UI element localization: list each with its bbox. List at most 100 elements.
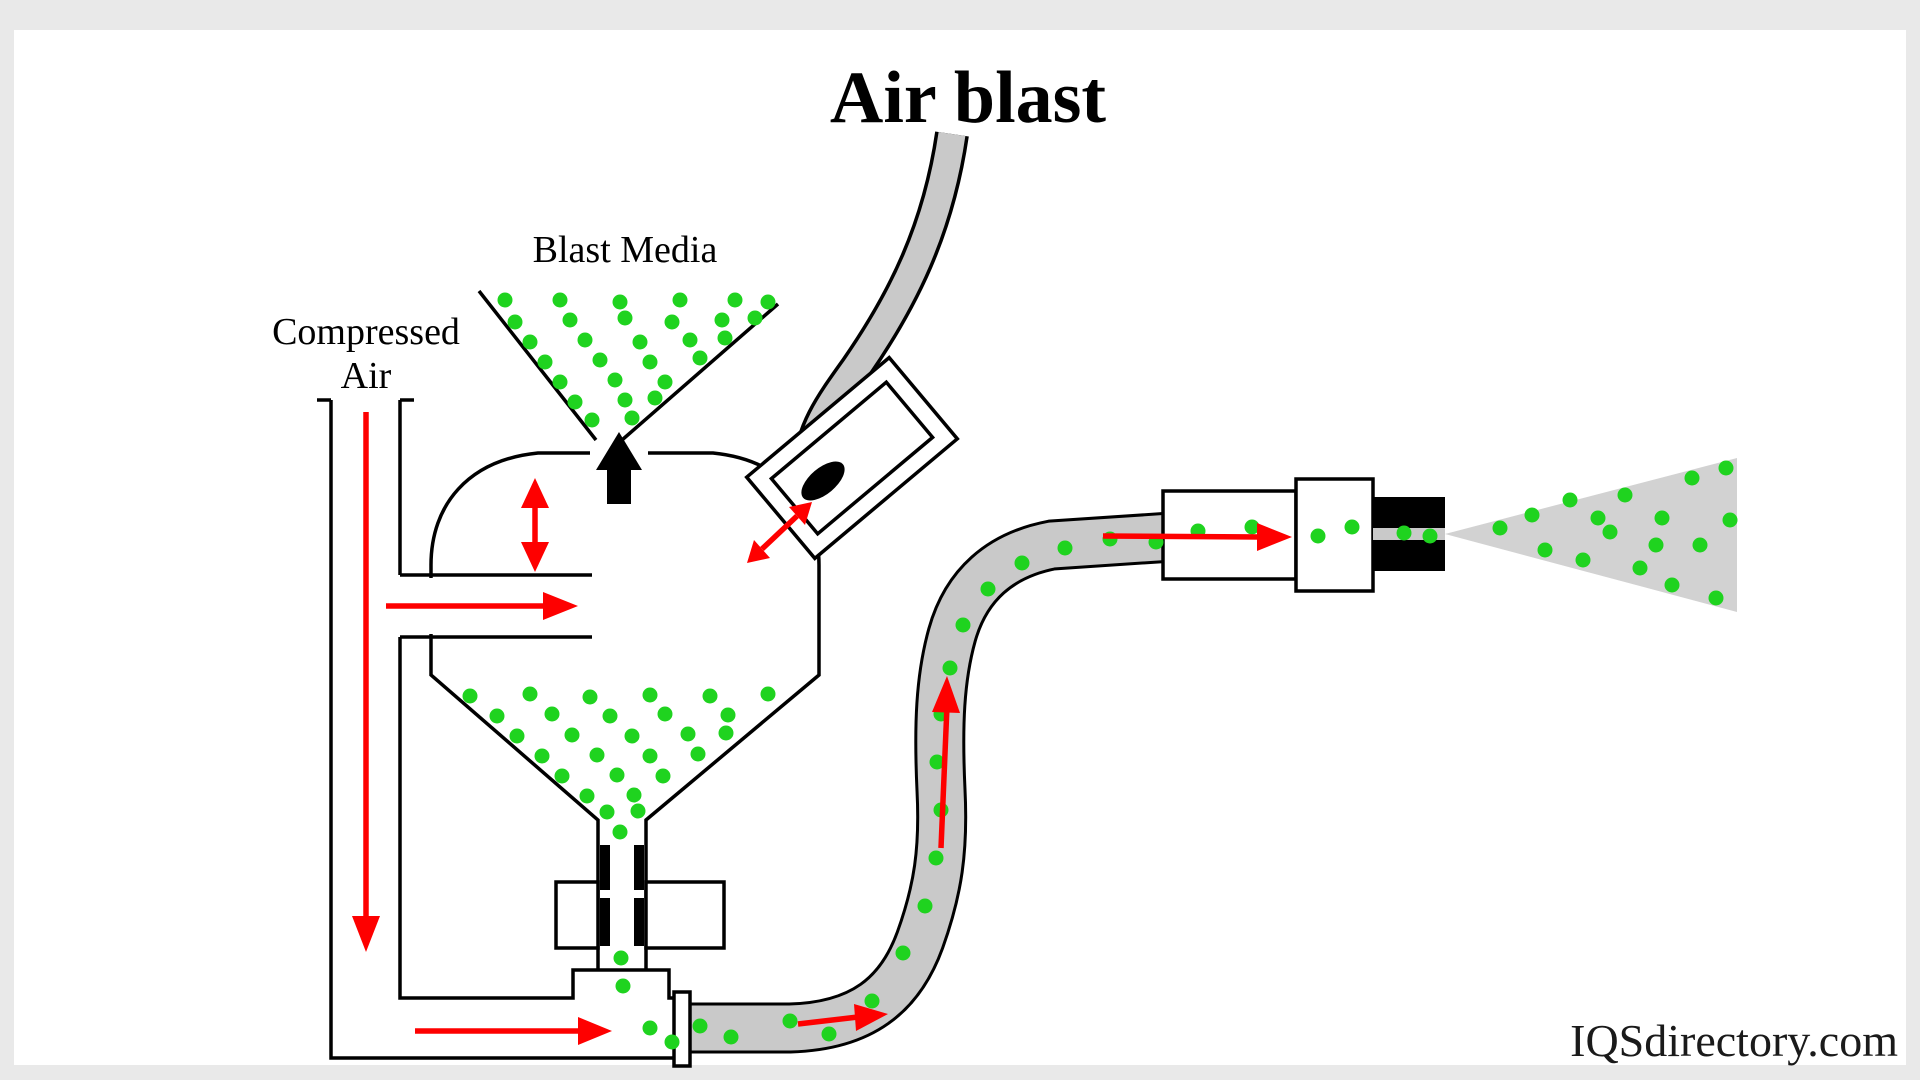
media-particle xyxy=(1648,537,1664,553)
media-particle xyxy=(864,993,880,1009)
media-particle xyxy=(642,354,658,370)
page-title: Air blast xyxy=(830,57,1107,139)
media-particle xyxy=(626,787,642,803)
media-particle xyxy=(630,803,646,819)
media-particle xyxy=(714,312,730,328)
media-particle xyxy=(567,394,583,410)
media-particle xyxy=(624,728,640,744)
media-particle xyxy=(760,294,776,310)
media-particle xyxy=(672,292,688,308)
media-particle xyxy=(617,310,633,326)
funnel-walls xyxy=(477,289,780,442)
media-particle xyxy=(534,748,550,764)
media-particle xyxy=(821,1026,837,1042)
media-particle xyxy=(615,978,631,994)
media-particle xyxy=(1244,519,1260,535)
media-particle xyxy=(1310,528,1326,544)
media-particle xyxy=(1708,590,1724,606)
media-particle xyxy=(552,374,568,390)
funnel-particles xyxy=(497,292,776,428)
media-particle xyxy=(522,686,538,702)
media-particle xyxy=(1684,470,1700,486)
branch-pipe-walls xyxy=(400,573,592,639)
spray-particles xyxy=(1492,460,1738,606)
media-particle xyxy=(564,727,580,743)
air-branch-arrow xyxy=(386,592,578,620)
media-particle xyxy=(582,689,598,705)
valve-boss-right xyxy=(644,880,726,950)
media-particle xyxy=(602,708,618,724)
valve-handle-icon xyxy=(801,461,845,501)
media-particle xyxy=(642,748,658,764)
media-particle xyxy=(664,314,680,330)
nozzle-tip-top xyxy=(1373,497,1445,528)
blast-media-label: Blast Media xyxy=(533,229,718,271)
media-particle xyxy=(1632,560,1648,576)
media-particle xyxy=(632,334,648,350)
media-particle xyxy=(917,898,933,914)
media-particle xyxy=(522,334,538,350)
media-particle xyxy=(642,1020,658,1036)
media-particle xyxy=(782,1013,798,1029)
media-particle xyxy=(657,706,673,722)
media-particle xyxy=(612,824,628,840)
media-particle xyxy=(497,292,513,308)
media-particle xyxy=(942,660,958,676)
media-particle xyxy=(692,1018,708,1034)
compressed-air-label-line2: Air xyxy=(341,355,392,397)
nozzle-tip-bottom xyxy=(1373,540,1445,571)
hose-top-arrow xyxy=(1102,523,1292,551)
media-particle xyxy=(895,945,911,961)
media-particle xyxy=(1718,460,1734,476)
hose-bottom-arrow xyxy=(797,1004,888,1031)
media-particle xyxy=(1602,524,1618,540)
media-particle xyxy=(664,1034,680,1050)
media-particle xyxy=(613,950,629,966)
blast-media-funnel xyxy=(477,289,780,442)
media-particle xyxy=(720,707,736,723)
media-particle xyxy=(1722,512,1738,528)
media-particle xyxy=(702,688,718,704)
media-particle xyxy=(642,687,658,703)
media-particle xyxy=(1692,537,1708,553)
media-particle xyxy=(579,788,595,804)
media-particle xyxy=(1344,519,1360,535)
media-particle xyxy=(647,390,663,406)
media-particle xyxy=(718,725,734,741)
compressed-air-label-line1: Compressed xyxy=(272,311,460,353)
media-particle xyxy=(928,850,944,866)
media-particle xyxy=(727,292,743,308)
media-particle xyxy=(1492,520,1508,536)
media-particle xyxy=(1617,487,1633,503)
valve-plate xyxy=(634,898,644,946)
media-particle xyxy=(657,374,673,390)
media-particle xyxy=(617,392,633,408)
vessel-left-wall xyxy=(429,451,600,970)
hose-rise-arrow xyxy=(932,676,960,849)
media-particle xyxy=(747,310,763,326)
media-particle xyxy=(609,767,625,783)
mixing-tee-arrow xyxy=(415,1017,612,1045)
media-particle xyxy=(680,726,696,742)
media-feed-arrow-shaft xyxy=(607,464,631,504)
media-particle xyxy=(1014,555,1030,571)
media-particle xyxy=(509,728,525,744)
compressed-air-down-arrow xyxy=(352,412,380,952)
media-particle xyxy=(554,768,570,784)
hopper-particles xyxy=(462,686,776,1050)
regulator-double-arrow xyxy=(521,478,549,572)
media-particle xyxy=(462,688,478,704)
media-metering-valve xyxy=(554,845,726,950)
valve-plate xyxy=(634,845,644,890)
media-particle xyxy=(980,581,996,597)
media-particle xyxy=(1562,492,1578,508)
pipe-outer-wall xyxy=(329,400,678,1060)
media-particle xyxy=(544,706,560,722)
media-particle xyxy=(489,708,505,724)
media-particle xyxy=(682,332,698,348)
media-particle xyxy=(1664,577,1680,593)
media-particle xyxy=(692,350,708,366)
compressed-air-pipe xyxy=(317,398,678,1060)
media-particle xyxy=(1575,552,1591,568)
